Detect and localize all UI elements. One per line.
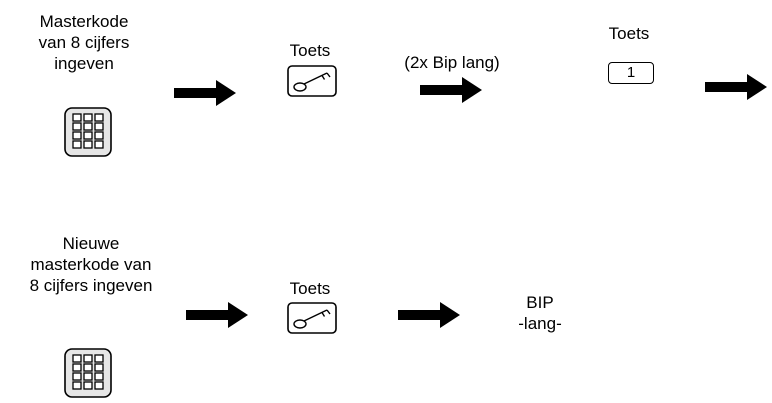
step1-instruction-text: Masterkode van 8 cijfers ingeven <box>2 11 166 74</box>
step4-label: Toets <box>608 24 650 43</box>
keypad-icon <box>64 107 112 157</box>
keypad-icon <box>64 348 112 398</box>
key-1-button: 1 <box>608 62 654 84</box>
key-icon <box>287 65 337 97</box>
right-arrow-icon <box>705 74 767 100</box>
key-icon <box>287 302 337 334</box>
right-arrow-icon <box>186 302 248 328</box>
step3-beep-long-label: BIP -lang- <box>518 293 562 333</box>
step3-beep-text: (2x Bip lang) <box>404 53 500 72</box>
step1-instruction-label: Masterkode van 8 cijfers ingeven <box>38 12 130 73</box>
step3-beep-long-text: BIP -lang- <box>490 292 590 334</box>
right-arrow-icon <box>174 80 236 106</box>
step2-new-label: Toets <box>289 279 331 298</box>
step2-label: Toets <box>289 41 331 60</box>
step1-new-instruction-text: Nieuwe masterkode van 8 cijfers ingeven <box>0 233 182 296</box>
step1-new-instruction-label: Nieuwe masterkode van 8 cijfers ingeven <box>29 234 153 295</box>
right-arrow-icon <box>398 302 460 328</box>
right-arrow-icon <box>420 77 482 103</box>
